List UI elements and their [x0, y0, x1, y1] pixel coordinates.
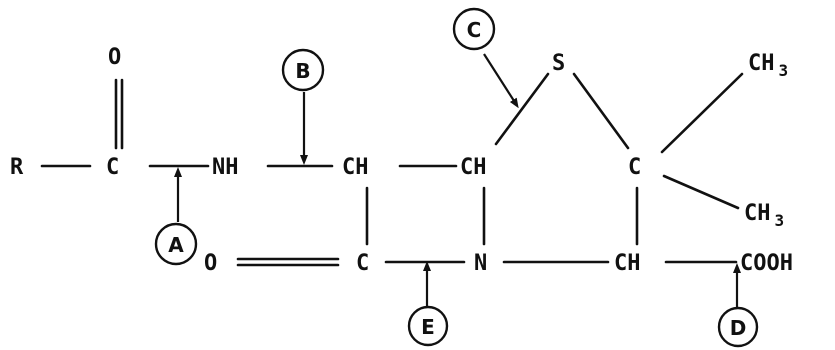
- atom-c-gem: C: [628, 155, 641, 180]
- callout-a-label: A: [168, 233, 184, 257]
- callout-e: E: [407, 305, 449, 347]
- bond-c-ch3-top: [660, 72, 744, 154]
- arrow-c: [483, 53, 519, 109]
- callout-c-circle: [452, 7, 496, 51]
- callout-b-label: B: [295, 59, 310, 83]
- callout-d-circle: [717, 306, 759, 348]
- atom-c-carbonyl: C: [106, 155, 119, 180]
- callout-arrows: [174, 53, 741, 308]
- callout-b-circle: [281, 48, 325, 92]
- atom-ch-cooh: CH: [614, 251, 641, 276]
- callout-e-label: E: [421, 315, 435, 339]
- callout-a: A: [154, 222, 198, 266]
- atom-ch-ring: CH: [460, 155, 487, 180]
- atom-cooh: COOH: [740, 251, 793, 276]
- bond-s-c: [572, 72, 630, 150]
- atom-o-lactam: O: [204, 251, 217, 276]
- callout-c: C: [452, 7, 496, 51]
- callout-d-label: D: [730, 316, 747, 340]
- callout-a-circle: [154, 222, 198, 266]
- atom-n: N: [474, 251, 487, 276]
- atom-r: R: [10, 155, 24, 180]
- bond-ch-s: [494, 72, 550, 146]
- callout-c-label: C: [467, 18, 482, 42]
- atom-o-top: O: [108, 45, 121, 70]
- bonds: [40, 72, 744, 267]
- callout-b: B: [281, 48, 325, 92]
- callout-d: D: [717, 306, 759, 348]
- bond-c-ch3-bottom: [662, 174, 740, 210]
- callout-e-circle: [407, 305, 449, 347]
- atom-ch-alpha: CH: [342, 155, 369, 180]
- atom-c-lactam: C: [356, 251, 369, 276]
- atom-s: S: [552, 51, 565, 76]
- atom-nh: NH: [212, 155, 239, 180]
